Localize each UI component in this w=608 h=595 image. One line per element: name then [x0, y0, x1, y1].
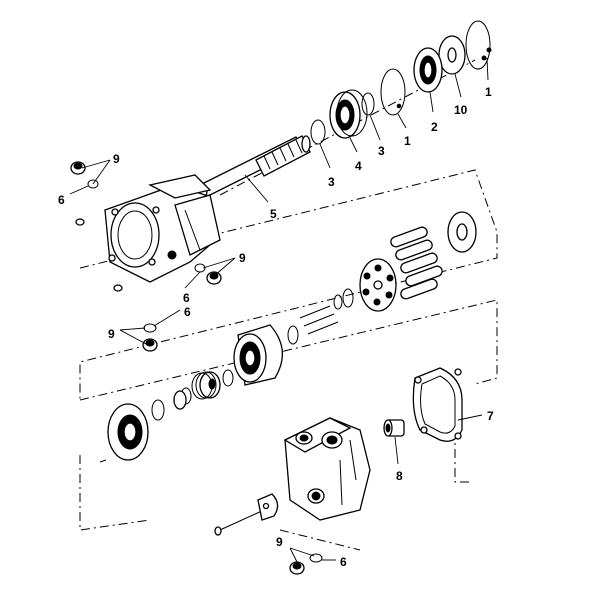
callout-10: 10: [454, 103, 468, 117]
assembly-line-bottom: [279, 529, 361, 551]
pistons: [390, 226, 443, 300]
callout-4: 4: [355, 159, 362, 173]
assembly-lines: [79, 59, 498, 551]
plug-9-right: [206, 271, 222, 285]
assembly-line-upper: [79, 169, 498, 400]
retaining-ring-middle: [380, 68, 406, 116]
callout-5: 5: [270, 207, 277, 221]
retaining-ring-top: [465, 20, 492, 70]
plug-9-bottom-left: [142, 338, 158, 352]
callout-9-bottom: 9: [276, 535, 283, 549]
barrel-rings: [333, 288, 354, 310]
callout-6-right: 6: [183, 291, 190, 305]
shim-washer: [173, 390, 187, 410]
o-ring-6-bottom: [309, 553, 323, 563]
seal-2: [413, 47, 443, 93]
o-ring-6-bottom-left: [143, 323, 157, 333]
callout-7: 7: [487, 409, 494, 423]
callout-9-left: 9: [108, 327, 115, 341]
rotor-bearing-assembly: [233, 324, 283, 386]
callout-1-top: 1: [485, 85, 492, 99]
callout-3-lower: 3: [328, 175, 335, 189]
snap-ring-3-lower: [310, 119, 326, 145]
callout-6-top: 6: [58, 193, 65, 207]
callout-6-left: 6: [184, 305, 191, 319]
spring-assembly: [191, 371, 221, 400]
callout-6-bottom: 6: [340, 555, 347, 569]
pump-housing: [104, 174, 221, 283]
callout-1-middle: 1: [404, 134, 411, 148]
bearing-4: [329, 89, 368, 139]
snap-ring-lower-left: [151, 399, 165, 421]
needle-bearing-8: [383, 419, 405, 437]
mounting-bolt: [214, 509, 265, 536]
gasket-7: [412, 367, 463, 442]
assembly-line-left: [79, 455, 151, 531]
retainer-ring: [287, 325, 299, 345]
callout-2: 2: [431, 120, 438, 134]
washer-middle: [222, 369, 234, 387]
washer-10: [438, 35, 466, 75]
plug-9-bottom: [289, 561, 305, 575]
leader-lines: [69, 57, 489, 563]
callout-9-right: 9: [239, 251, 246, 265]
o-ring-6-top: [87, 179, 99, 189]
bolt-bracket: [257, 493, 279, 521]
drive-shaft-5: [198, 135, 311, 199]
assembly-line-middle: [79, 299, 498, 401]
plug-9-top: [70, 161, 86, 175]
snap-ring-3-upper: [361, 92, 375, 116]
end-cover-plate: [99, 403, 149, 463]
callout-9-top: 9: [113, 152, 120, 166]
thrust-plate: [447, 211, 477, 253]
callout-8: 8: [396, 469, 403, 483]
cylinder-barrel: [359, 258, 397, 312]
spring-pins: [299, 305, 339, 335]
small-plug-housing: [75, 218, 123, 292]
callout-labels: 1 2 10 1 3 4 3 5 9 6 9 6 9 6 7 8 9 6: [58, 85, 494, 569]
assembly-line-right: [454, 430, 470, 483]
callout-3-upper: 3: [378, 144, 385, 158]
port-end-cap: [283, 417, 371, 521]
